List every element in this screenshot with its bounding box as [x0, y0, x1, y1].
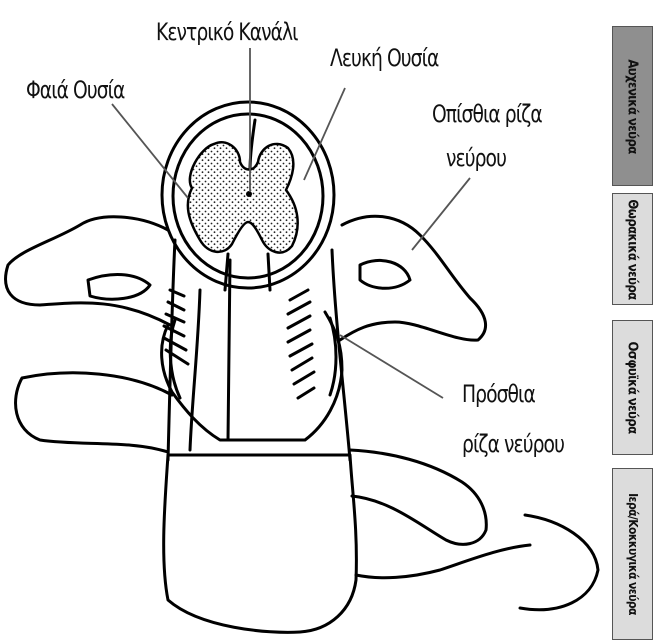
label-central-canal: Κεντρικό Κανάλι	[156, 18, 298, 46]
vertebra-left-process	[16, 373, 172, 452]
label-anterior-root-line2: ρίζα νεύρου	[462, 430, 564, 458]
leader-posterior-root	[412, 178, 470, 250]
tab-cervical-nerves[interactable]: Αυχενικά νεύρα	[612, 26, 653, 186]
tab-lumbar-nerves[interactable]: Οσφυϊκά νεύρα	[612, 320, 653, 455]
label-posterior-root-line1: Οπίσθια ρίζα	[432, 100, 542, 128]
tab-thoracic-nerves[interactable]: Θωρακικά νεύρα	[612, 193, 653, 305]
upper-right-wing	[340, 216, 486, 340]
tab-lumbar-label: Οσφυϊκά νεύρα	[625, 341, 640, 433]
root-hatching	[164, 290, 314, 398]
upper-left-wing	[6, 217, 170, 325]
label-white-matter: Λευκή Ουσία	[330, 44, 438, 72]
leader-white-matter	[304, 88, 345, 180]
gray-matter	[188, 142, 298, 252]
vertebra-body	[164, 455, 357, 632]
label-posterior-root-line2: νεύρου	[446, 144, 506, 172]
vertebra-right-process	[350, 450, 486, 544]
leader-anterior-root	[340, 335, 443, 398]
tab-sacral-label: Ιερά/Κοκκυγικά νεύρα	[626, 493, 640, 615]
tab-sacral-coccygeal-nerves[interactable]: Ιερά/Κοκκυγικά νεύρα	[612, 468, 653, 640]
label-anterior-root-line1: Πρόσθια	[462, 380, 535, 408]
label-gray-matter: Φαιά Ουσία	[26, 76, 124, 104]
central-canal-dot	[246, 191, 252, 197]
tab-thoracic-label: Θωρακικά νεύρα	[625, 199, 640, 299]
tab-cervical-label: Αυχενικά νεύρα	[625, 59, 640, 153]
leader-gray-matter	[112, 104, 188, 198]
